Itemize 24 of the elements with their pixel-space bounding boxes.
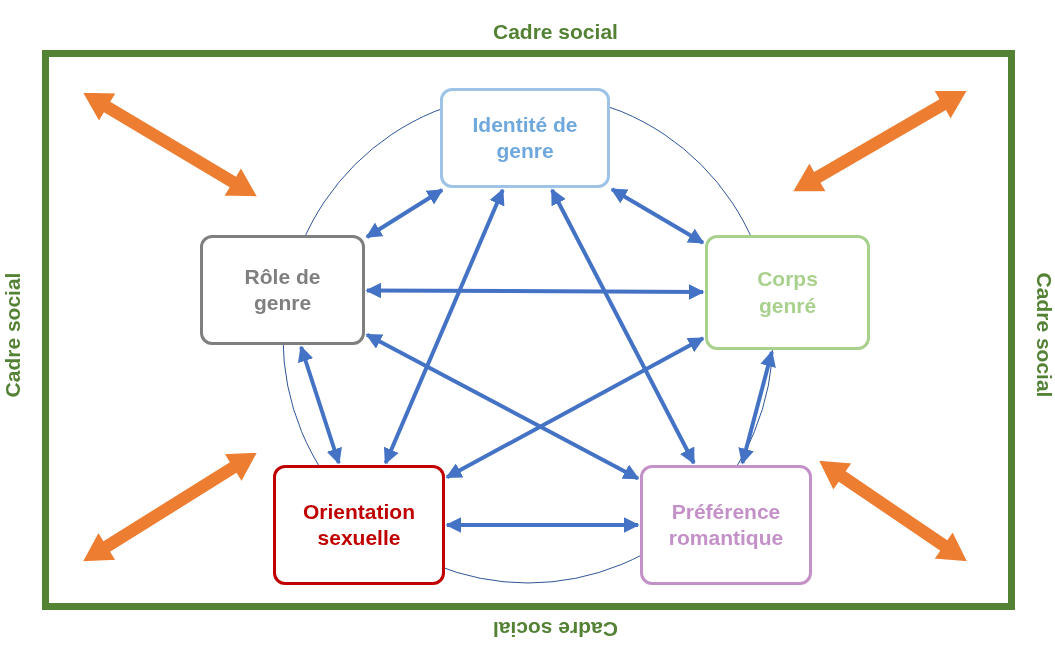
- node-label: Identité de genre: [471, 111, 579, 164]
- frame-heading: Cadre social: [493, 20, 618, 44]
- double-arrow: [365, 282, 705, 301]
- frame-heading: Cadre social: [1032, 272, 1055, 398]
- double-arrow: [550, 188, 696, 465]
- double-arrow: [365, 333, 640, 481]
- node-label: Préférence romantique: [667, 498, 785, 551]
- node-label: Corps genré: [756, 266, 819, 319]
- frame-heading: Cadre social: [1, 272, 26, 398]
- double-arrow: [365, 188, 444, 239]
- double-arrow: [383, 188, 505, 465]
- concept-box: [440, 88, 610, 188]
- node-label: Rôle de genre: [243, 263, 322, 316]
- double-arrow: [297, 345, 342, 465]
- concept-box: [273, 465, 445, 585]
- node-label: Orientation sexuelle: [302, 498, 416, 551]
- concept-box: [640, 465, 812, 585]
- concept-box: [705, 235, 870, 350]
- double-arrow: [610, 187, 705, 245]
- double-arrow: [445, 517, 640, 533]
- double-arrow: [738, 350, 776, 465]
- frame-heading: Cadre social: [493, 617, 618, 641]
- double-arrow: [445, 336, 705, 480]
- concept-box: [200, 235, 365, 345]
